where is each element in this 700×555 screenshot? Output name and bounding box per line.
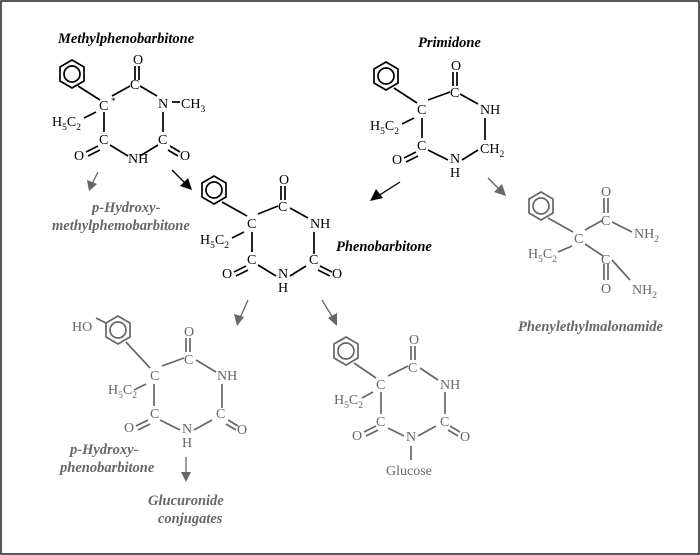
svg-text:N: N	[278, 267, 288, 282]
phenyl-ring	[333, 336, 359, 366]
svg-text:C: C	[417, 103, 426, 118]
svg-text:NH2: NH2	[634, 227, 659, 245]
arrow-pheno-to-hydroxypheno	[234, 299, 249, 326]
svg-text:O: O	[601, 282, 611, 297]
label-phenylethylmalonamide: Phenylethylmalonamide	[518, 319, 664, 335]
phenyl-ring	[373, 61, 399, 91]
svg-text:C: C	[216, 407, 225, 422]
svg-text:C: C	[99, 99, 108, 114]
arrow-methyl-to-pheno	[171, 169, 192, 190]
svg-text:NH: NH	[128, 152, 148, 167]
svg-text:O: O	[74, 149, 84, 164]
svg-text:H5C2: H5C2	[370, 119, 399, 137]
svg-text:CH2: CH2	[480, 142, 504, 160]
structure-primidone: O C C NH CH2 C N H O H5C2	[370, 59, 504, 181]
svg-text:C: C	[408, 361, 417, 376]
svg-text:O: O	[352, 429, 362, 444]
label-methylphenobarbitone: Methylphenobarbitone	[57, 31, 195, 47]
svg-text:O: O	[237, 423, 247, 438]
svg-text:O: O	[392, 153, 402, 168]
svg-text:H5C2: H5C2	[52, 115, 81, 133]
phenyl-ring-aromatic	[63, 65, 81, 83]
svg-text:C: C	[247, 253, 256, 268]
svg-text:NH: NH	[440, 378, 460, 393]
svg-text:C: C	[184, 353, 193, 368]
svg-text:HO: HO	[72, 320, 92, 335]
svg-text:N: N	[158, 97, 168, 112]
svg-text:C: C	[99, 133, 108, 148]
arrow-primidone-to-pheno	[370, 181, 401, 201]
label-p-hydroxy-pheno-line1: p-Hydroxy-	[68, 442, 139, 458]
svg-text:H: H	[278, 281, 288, 296]
svg-text:N: N	[182, 422, 192, 437]
svg-text:C: C	[440, 415, 449, 430]
svg-text:O: O	[451, 59, 461, 74]
phenyl-ring	[59, 59, 85, 89]
structure-p-hydroxyphenobarbitone: HO O C C NH C C N H O O H5C2	[72, 315, 247, 451]
svg-text:C: C	[601, 214, 610, 229]
svg-text:O: O	[180, 149, 190, 164]
label-glucuronide-line1: Glucuronide	[148, 493, 224, 509]
label-p-hydroxy-pheno-line2: phenobarbitone	[58, 460, 155, 476]
svg-text:C: C	[601, 253, 610, 268]
structure-phenobarbitone: O C C NH C C N H O O H5C2	[200, 173, 342, 296]
label-primidone: Primidone	[418, 35, 481, 51]
svg-text:H5C2: H5C2	[334, 393, 363, 411]
svg-text:*: *	[111, 97, 116, 107]
svg-text:H: H	[182, 436, 192, 451]
arrow-pheno-to-glucoside	[321, 299, 337, 326]
svg-text:H: H	[450, 166, 460, 181]
svg-text:C: C	[130, 78, 139, 93]
label-glucose: Glucose	[386, 464, 432, 479]
svg-text:H5C2: H5C2	[200, 233, 229, 251]
svg-text:C: C	[278, 200, 287, 215]
svg-text:O: O	[460, 430, 470, 445]
svg-text:C: C	[150, 407, 159, 422]
svg-text:N: N	[406, 430, 416, 445]
structure-methylphenobarbitone: O C * C N CH3 C C NH O O H5C2	[52, 53, 205, 167]
svg-text:C: C	[574, 232, 583, 247]
arrow-primidone-to-pema	[487, 177, 506, 196]
structure-phenobarbitone-n-glucoside: O C C NH C C N O O H5C2	[333, 333, 470, 460]
svg-text:O: O	[133, 53, 143, 68]
svg-text:C: C	[417, 139, 426, 154]
svg-text:C: C	[158, 133, 167, 148]
svg-text:C: C	[376, 415, 385, 430]
label-p-hydroxy-methyl-line2: methylphemobarbitone	[52, 218, 190, 234]
svg-text:O: O	[222, 267, 232, 282]
svg-text:NH2: NH2	[632, 283, 657, 301]
svg-text:O: O	[124, 421, 134, 436]
arrow-hydroxypheno-to-glucuronide	[181, 457, 191, 482]
svg-text:NH: NH	[480, 103, 500, 118]
svg-text:H5C2: H5C2	[108, 383, 137, 401]
svg-text:NH: NH	[310, 217, 330, 232]
svg-text:NH: NH	[217, 369, 237, 384]
svg-text:C: C	[376, 378, 385, 393]
svg-text:O: O	[409, 333, 419, 348]
svg-text:O: O	[279, 173, 289, 188]
svg-text:O: O	[601, 185, 611, 200]
svg-text:H5C2: H5C2	[528, 247, 557, 265]
label-p-hydroxy-methyl-line1: p-Hydroxy-	[90, 200, 161, 216]
phenyl-ring	[528, 191, 554, 221]
label-phenobarbitone: Phenobarbitone	[336, 239, 432, 255]
svg-text:N: N	[450, 152, 460, 167]
arrow-methyl-to-hydroxymethyl	[87, 171, 99, 191]
svg-text:CH3: CH3	[181, 97, 205, 115]
structure-phenylethylmalonamide: O C C NH2 C O NH2 H5C2	[528, 185, 659, 301]
label-glucuronide-line2: conjugates	[158, 511, 223, 527]
svg-text:O: O	[332, 267, 342, 282]
phenyl-ring	[201, 175, 227, 205]
svg-text:C: C	[247, 217, 256, 232]
svg-text:C: C	[450, 86, 459, 101]
svg-text:O: O	[184, 325, 194, 340]
svg-text:C: C	[309, 253, 318, 268]
svg-text:C: C	[150, 369, 159, 384]
